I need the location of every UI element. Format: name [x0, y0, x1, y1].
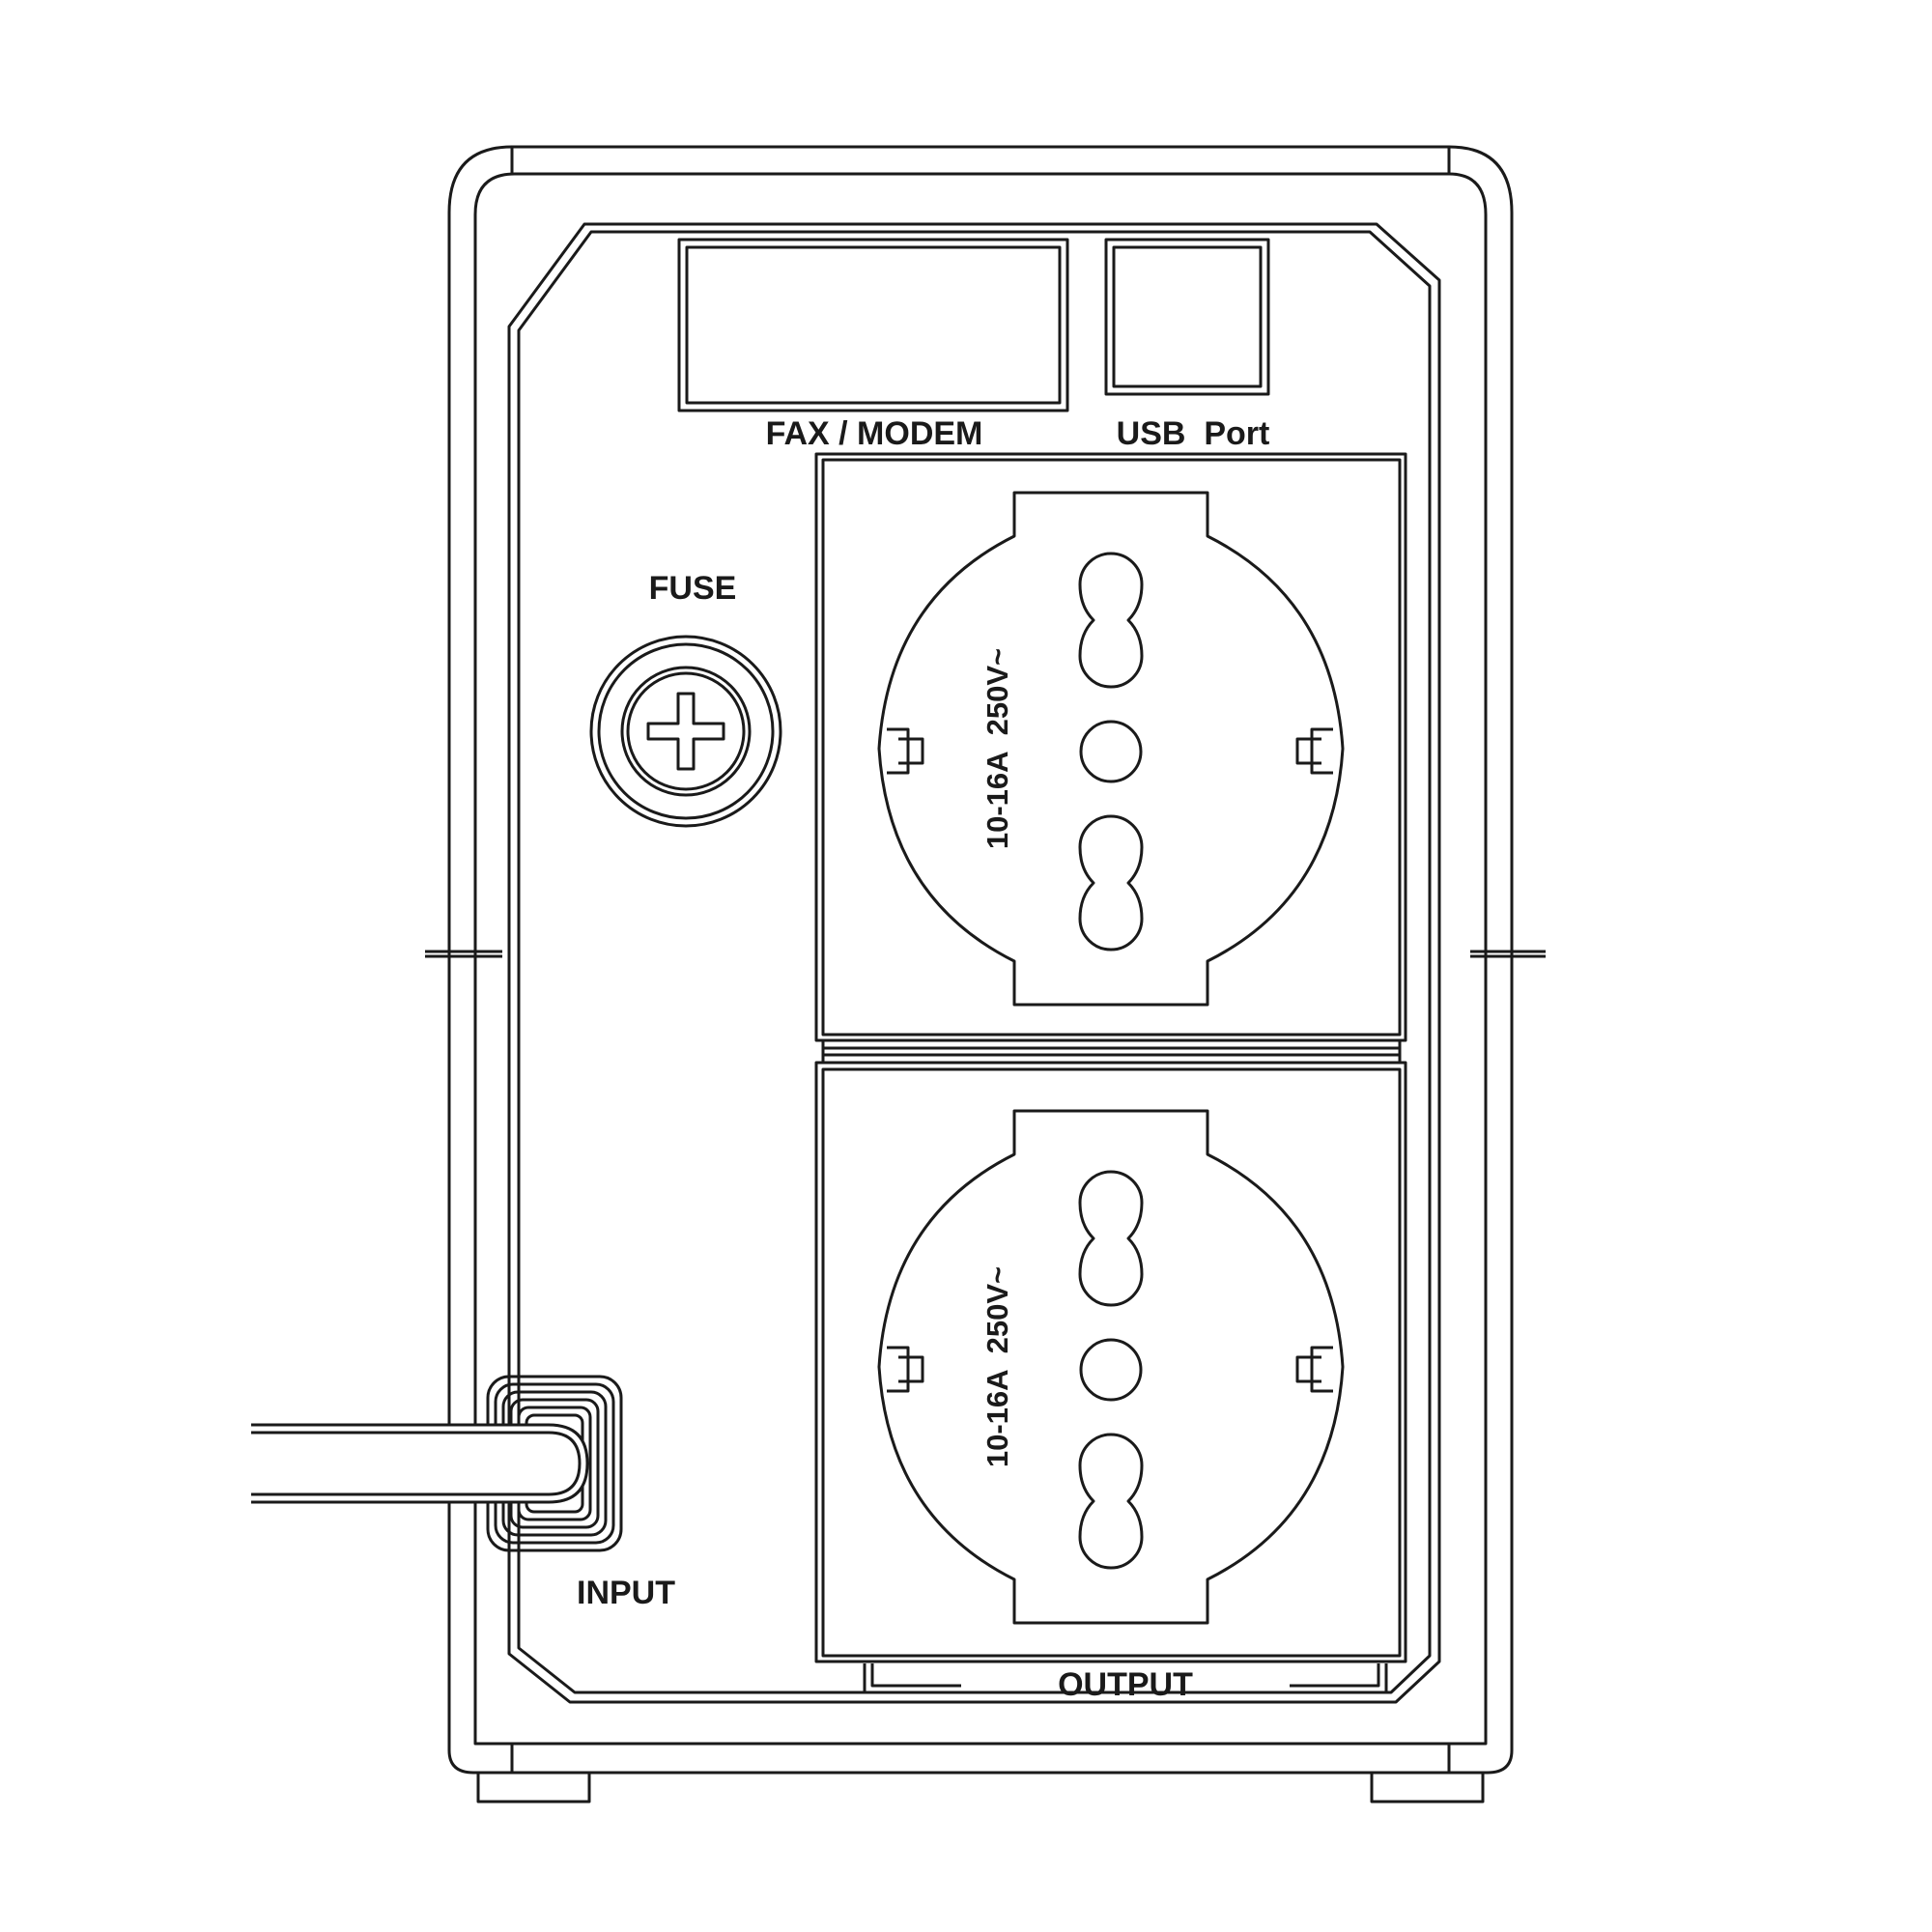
- socket-1-rating: 10-16A 250V~: [980, 648, 1014, 849]
- socket-2-pin-hole-top: [1078, 1170, 1144, 1307]
- socket-1-pin-hole-top: [1078, 552, 1144, 689]
- rear-panel-recess: [507, 222, 1441, 1704]
- output-socket-2: [877, 1109, 1345, 1625]
- output-socket-module: [814, 452, 1407, 1663]
- output-socket-1: [877, 491, 1345, 1007]
- output-label-bracket: [863, 1663, 1388, 1694]
- usb-port: [1104, 238, 1270, 396]
- socket-1-earth-clip-left: [887, 727, 924, 775]
- socket-2-earth-hole: [1079, 1338, 1143, 1402]
- fax-modem-port: [677, 238, 1069, 412]
- fuse-label: FUSE: [649, 570, 737, 607]
- socket-1-earth-clip-right: [1295, 727, 1333, 775]
- socket-2-pin-hole-bottom: [1078, 1433, 1144, 1570]
- ups-housing: [425, 145, 1546, 1775]
- socket-1-pin-hole-bottom: [1078, 814, 1144, 952]
- fuse-holder: [589, 635, 782, 828]
- ups-feet: [476, 1771, 1485, 1804]
- socket-2-earth-clip-right: [1295, 1346, 1333, 1393]
- power-cord: [251, 1423, 589, 1504]
- input-label: INPUT: [577, 1575, 675, 1611]
- fuse-cross-icon: [646, 692, 725, 771]
- socket-2-earth-clip-left: [887, 1346, 924, 1393]
- socket-1-earth-hole: [1079, 720, 1143, 783]
- fax-modem-label: FAX / MODEM: [766, 415, 983, 452]
- socket-2-rating: 10-16A 250V~: [980, 1266, 1014, 1467]
- usb-port-label: USB Port: [1117, 415, 1270, 452]
- output-label: OUTPUT: [1058, 1666, 1193, 1703]
